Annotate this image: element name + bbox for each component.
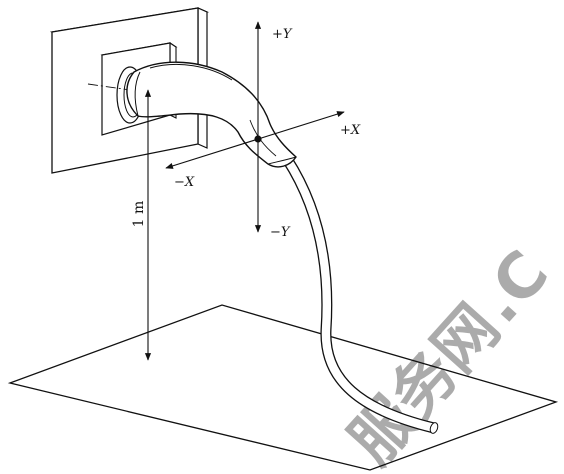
plus-x-label: +X [340, 123, 361, 138]
minus-x-label: −X [174, 175, 195, 190]
minus-y-label: −Y [270, 225, 291, 240]
plus-y-label: +Y [272, 27, 293, 42]
cable [282, 156, 439, 434]
watermark: 服务网 .C [335, 236, 563, 474]
origin-point [254, 135, 262, 143]
height-label: 1 m [131, 201, 147, 228]
floor-plane [7, 304, 559, 471]
